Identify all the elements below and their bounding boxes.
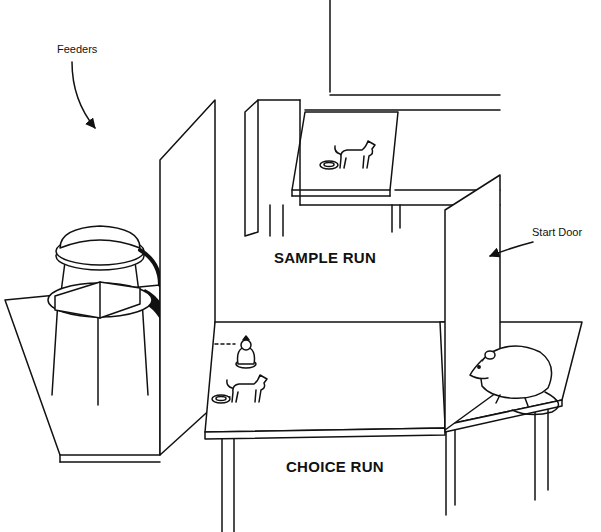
- horse-object: [320, 141, 375, 169]
- choice-run-apparatus: [205, 322, 582, 532]
- leader-arrow: [490, 242, 533, 256]
- side-panel: [160, 100, 215, 455]
- feeder-assembly: [5, 226, 170, 462]
- rat: [470, 346, 559, 415]
- section-label: CHOICE RUN: [284, 458, 386, 475]
- part-label: Feeders: [55, 43, 99, 56]
- part-label: Start Door: [530, 226, 584, 239]
- bottle-object: [236, 336, 256, 368]
- section-label: SAMPLE RUN: [272, 249, 378, 266]
- leader-arrow: [72, 62, 95, 128]
- horse-object: [212, 375, 267, 403]
